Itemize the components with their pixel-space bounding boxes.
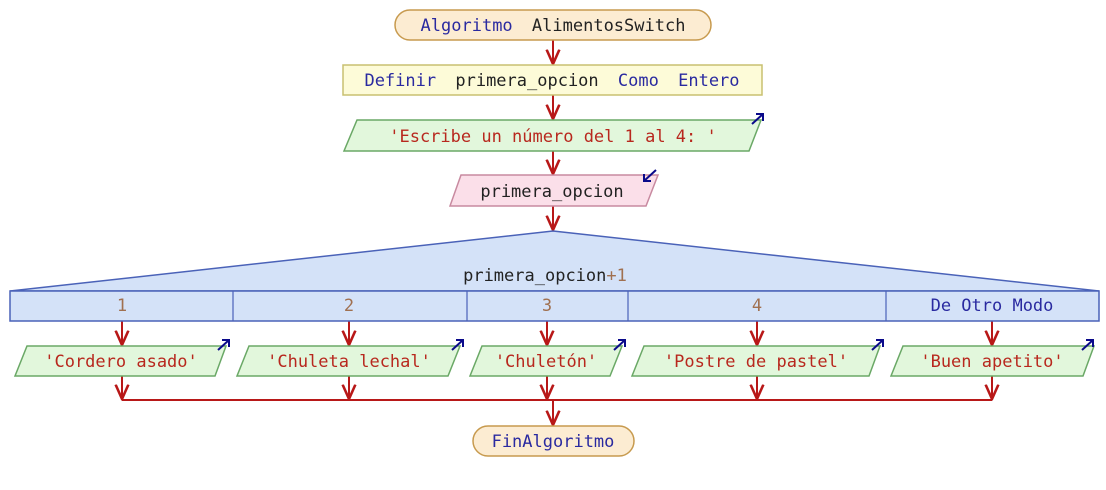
define-variable: primera_opcion — [455, 71, 598, 91]
switch-node: primera_opcion+1 1 2 3 4 De Otro Modo — [9, 230, 1100, 322]
case-output-1: 'Cordero asado' — [13, 339, 230, 377]
flow-connectors — [122, 40, 992, 425]
case-output-text-1: 'Cordero asado' — [44, 352, 198, 372]
case-output-text-4: 'Postre de pastel' — [664, 352, 848, 372]
switch-expression-var: primera_opcion — [463, 266, 606, 286]
case-output-2: 'Chuleta lechal' — [235, 339, 464, 377]
case-output-text-default: 'Buen apetito' — [920, 352, 1063, 372]
output-arrow-icon — [751, 113, 764, 125]
svg-text:Definir primera_opcion: Definir primera_opcion Como Entero — [364, 71, 739, 91]
input-node: primera_opcion — [448, 169, 660, 207]
case-row — [9, 290, 1100, 322]
output-arrow-icon — [217, 339, 230, 351]
case-label-2: 2 — [344, 296, 354, 316]
output-prompt-node: 'Escribe un número del 1 al 4: ' — [342, 113, 764, 152]
output-arrow-icon — [1081, 339, 1094, 351]
case-output-default: 'Buen apetito' — [889, 339, 1096, 377]
case-output-text-2: 'Chuleta lechal' — [267, 352, 431, 372]
start-node: Algoritmo AlimentosSwitch — [394, 9, 712, 41]
start-keyword: Algoritmo — [421, 16, 513, 36]
output-prompt-text: 'Escribe un número del 1 al 4: ' — [389, 127, 717, 147]
define-type: Entero — [678, 71, 739, 91]
output-arrow-icon — [451, 339, 464, 351]
case-label-1: 1 — [117, 296, 127, 316]
algorithm-name: AlimentosSwitch — [532, 16, 686, 36]
switch-expression-num: 1 — [617, 266, 627, 286]
case-output-text-3: 'Chuletón' — [495, 352, 597, 372]
case-label-3: 3 — [542, 296, 552, 316]
output-arrow-icon — [613, 339, 626, 351]
case-output-4: 'Postre de pastel' — [630, 339, 884, 377]
input-arrow-icon — [643, 169, 657, 182]
switch-expression: primera_opcion+1 — [463, 266, 627, 286]
case-label-4: 4 — [752, 296, 762, 316]
output-arrow-icon — [871, 339, 884, 351]
svg-text:Algoritmo AlimentosSwitc: Algoritmo AlimentosSwitch — [421, 16, 686, 36]
define-keyword: Definir — [364, 71, 436, 91]
input-variable-text: primera_opcion — [480, 182, 623, 202]
switch-expression-op: + — [606, 266, 616, 286]
case-label-default: De Otro Modo — [931, 296, 1054, 316]
end-keyword: FinAlgoritmo — [492, 432, 615, 452]
define-node: Definir primera_opcion Como Entero — [342, 64, 763, 96]
end-node: FinAlgoritmo — [472, 425, 635, 457]
case-output-3: 'Chuletón' — [468, 339, 626, 377]
define-como-keyword: Como — [618, 71, 659, 91]
